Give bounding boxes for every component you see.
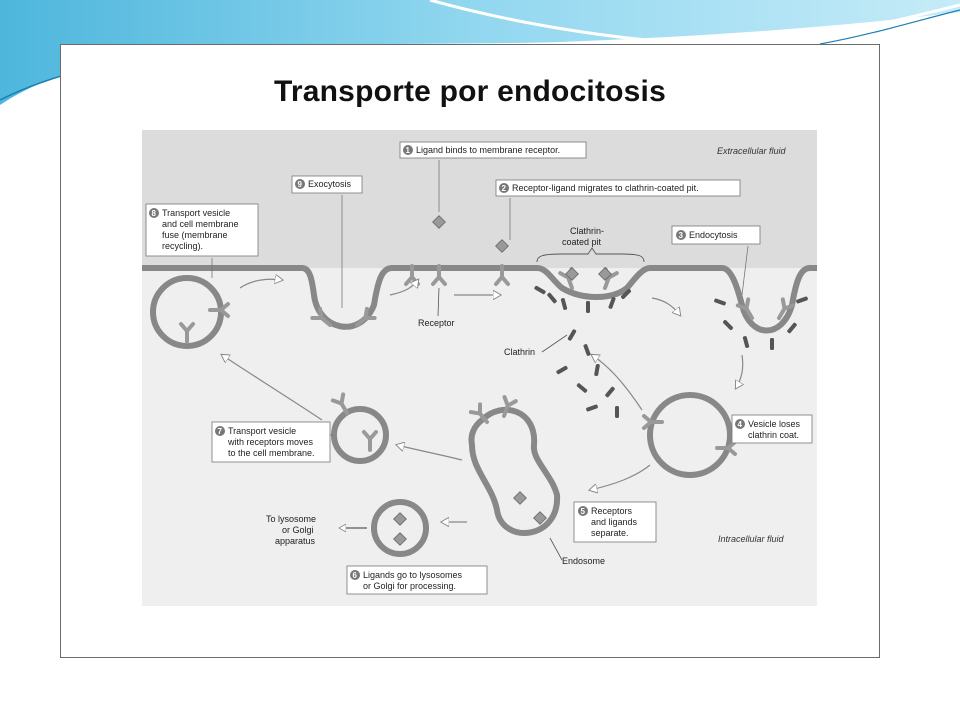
step-7-callout: 7 Transport vesicle with receptors moves… xyxy=(211,421,334,463)
svg-text:Transport vesicle: Transport vesicle xyxy=(162,208,230,218)
svg-text:Transport vesicle: Transport vesicle xyxy=(228,426,296,436)
svg-text:Endocytosis: Endocytosis xyxy=(689,230,738,240)
svg-text:Receptor-ligand migrates to cl: Receptor-ligand migrates to clathrin-coa… xyxy=(512,183,699,193)
clathrin-label: Clathrin xyxy=(504,347,535,357)
svg-text:Vesicle loses: Vesicle loses xyxy=(748,419,801,429)
endosome-label: Endosome xyxy=(562,556,605,566)
svg-text:clathrin coat.: clathrin coat. xyxy=(748,430,799,440)
step-4-callout: 4 Vesicle loses clathrin coat. xyxy=(731,414,813,444)
step-5-callout: 5 Receptors and ligands separate. xyxy=(573,501,657,543)
receptor-pointer xyxy=(437,287,440,317)
lysosome-golgi-label: To lysosome or Golgi apparatus xyxy=(266,514,316,546)
svg-text:fuse (membrane: fuse (membrane xyxy=(162,230,228,240)
svg-text:To lysosome: To lysosome xyxy=(266,514,316,524)
svg-text:Exocytosis: Exocytosis xyxy=(308,179,352,189)
endosome-pointer xyxy=(549,537,563,561)
svg-text:recycling).: recycling). xyxy=(162,241,203,251)
svg-text:Ligand binds to membrane recep: Ligand binds to membrane receptor. xyxy=(416,145,560,155)
coated-pit-label: Clathrin- coated pit xyxy=(536,226,645,263)
svg-text:to the cell membrane.: to the cell membrane. xyxy=(228,448,315,458)
svg-text:3: 3 xyxy=(679,231,684,240)
endosome xyxy=(468,395,561,536)
svg-text:Ligands go to lysosomes: Ligands go to lysosomes xyxy=(363,570,463,580)
svg-text:6: 6 xyxy=(353,571,358,580)
extracellular-label: Extracellular fluid xyxy=(717,146,787,156)
svg-text:with receptors moves: with receptors moves xyxy=(227,437,314,447)
step-6-callout: 6 Ligands go to lysosomes or Golgi for p… xyxy=(346,565,488,595)
lysosome-vesicle xyxy=(371,499,429,557)
svg-text:and cell membrane: and cell membrane xyxy=(162,219,239,229)
plasma-membrane xyxy=(142,265,817,334)
svg-text:5: 5 xyxy=(581,507,586,516)
svg-text:2: 2 xyxy=(502,184,507,193)
svg-text:apparatus: apparatus xyxy=(275,536,316,546)
step-9-callout: 9 Exocytosis xyxy=(291,175,363,308)
svg-text:Receptors: Receptors xyxy=(591,506,633,516)
flow-arrows xyxy=(222,279,743,522)
svg-text:and ligands: and ligands xyxy=(591,517,638,527)
svg-text:Clathrin-: Clathrin- xyxy=(570,226,604,236)
receptor-label: Receptor xyxy=(418,318,455,328)
step-2-callout: 2 Receptor-ligand migrates to clathrin-c… xyxy=(495,179,741,240)
step-1-callout: 1 Ligand binds to membrane receptor. xyxy=(399,141,587,212)
uncoated-vesicle xyxy=(642,392,737,478)
endocytosis-diagram: Extracellular fluid Intracellular fluid … xyxy=(142,130,817,606)
step-3-callout: 3 Endocytosis xyxy=(671,225,761,296)
slide-title: Transporte por endocitosis xyxy=(274,75,666,108)
fusing-vesicle xyxy=(150,275,230,349)
svg-text:4: 4 xyxy=(738,420,743,429)
svg-text:or Golgi for processing.: or Golgi for processing. xyxy=(363,581,456,591)
svg-text:1: 1 xyxy=(406,146,411,155)
svg-text:7: 7 xyxy=(218,427,223,436)
svg-text:coated pit: coated pit xyxy=(562,237,602,247)
svg-text:9: 9 xyxy=(298,180,303,189)
svg-text:8: 8 xyxy=(152,209,157,218)
svg-text:separate.: separate. xyxy=(591,528,629,538)
clathrin-pointer xyxy=(541,334,568,353)
svg-text:or Golgi: or Golgi xyxy=(282,525,314,535)
step-8-callout: 8 Transport vesicle and cell membrane fu… xyxy=(145,203,259,278)
intracellular-label: Intracellular fluid xyxy=(718,534,785,544)
